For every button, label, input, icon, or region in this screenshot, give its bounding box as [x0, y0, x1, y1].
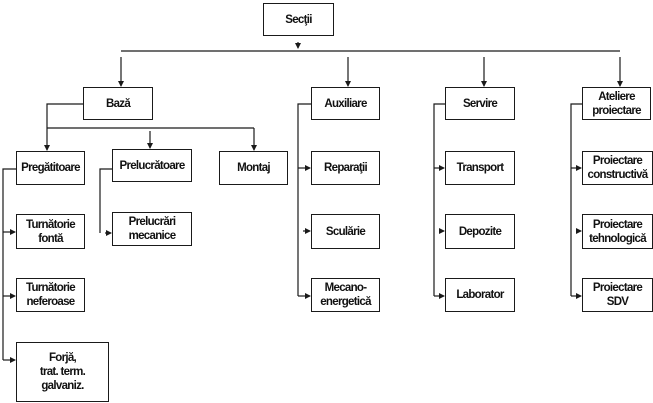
node-prelucrari-mecanice: Prelucrări mecanice	[112, 212, 192, 246]
node-reparatii: Reparaţii	[311, 151, 380, 185]
node-scularie: Sculărie	[311, 214, 380, 249]
node-pregatitoare: Pregătitoare	[16, 151, 85, 185]
node-servire: Servire	[445, 87, 515, 120]
node-turnatorie-neferoase: Turnătorie neferoase	[16, 278, 85, 312]
node-mecano-energetica: Mecano- energetică	[311, 278, 380, 312]
node-sectii: Secţii	[263, 3, 334, 36]
node-transport: Transport	[445, 151, 515, 185]
node-laborator: Laborator	[445, 278, 515, 312]
node-proiectare-constructiva: Proiectare constructivă	[582, 151, 653, 185]
node-turnatorie-fonta: Turnătorie fontă	[16, 214, 85, 249]
node-proiectare-tehnologica: Proiectare tehnologică	[582, 214, 653, 249]
node-depozite: Depozite	[445, 214, 515, 249]
node-prelucratoare: Prelucrătoare	[112, 149, 192, 182]
node-ateliere-proiectare: Ateliere proiectare	[582, 87, 651, 120]
node-baza: Bază	[83, 87, 153, 120]
node-forja: Forjă, trat. term. galvaniz.	[16, 342, 109, 402]
node-auxiliare: Auxiliare	[311, 87, 380, 120]
node-montaj: Montaj	[219, 151, 288, 185]
node-proiectare-sdv: Proiectare SDV	[582, 278, 653, 312]
